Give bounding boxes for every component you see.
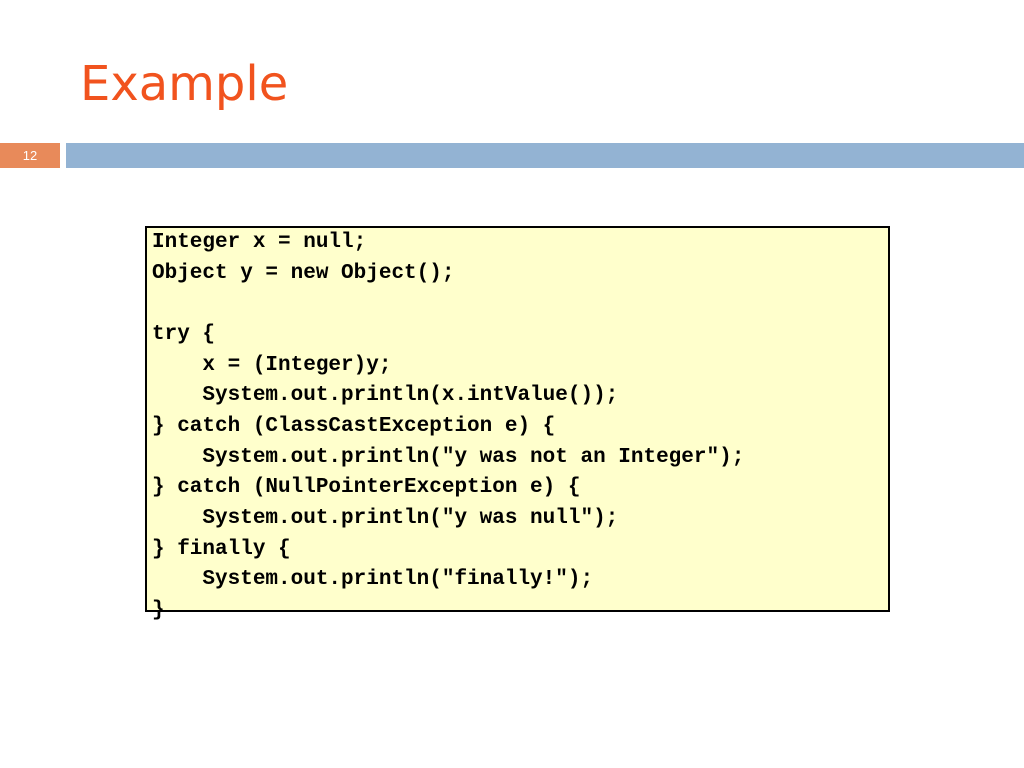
code-line: try {	[152, 322, 216, 346]
code-line: Integer x = null;	[152, 231, 367, 254]
code-line: Object y = new Object();	[152, 261, 455, 285]
code-line: } finally {	[152, 537, 291, 561]
code-line: x = (Integer)y;	[152, 353, 392, 377]
code-line	[152, 289, 744, 320]
code-line: } catch (ClassCastException e) {	[152, 414, 556, 438]
code-line: } catch (NullPointerException e) {	[152, 476, 581, 500]
code-line: }	[152, 598, 165, 622]
code-block: Integer x = null; Object y = new Object()…	[152, 228, 744, 627]
header-bar	[66, 143, 1024, 168]
code-line: System.out.println("finally!");	[152, 568, 594, 592]
slide-title: Example	[80, 56, 289, 112]
code-line: System.out.println("y was not an Integer…	[152, 445, 745, 469]
code-line: System.out.println(x.intValue());	[152, 384, 619, 408]
slide-number-box: 12	[0, 143, 60, 168]
code-line: System.out.println("y was null");	[152, 506, 619, 530]
code-box	[145, 226, 890, 612]
slide-number: 12	[22, 148, 38, 163]
